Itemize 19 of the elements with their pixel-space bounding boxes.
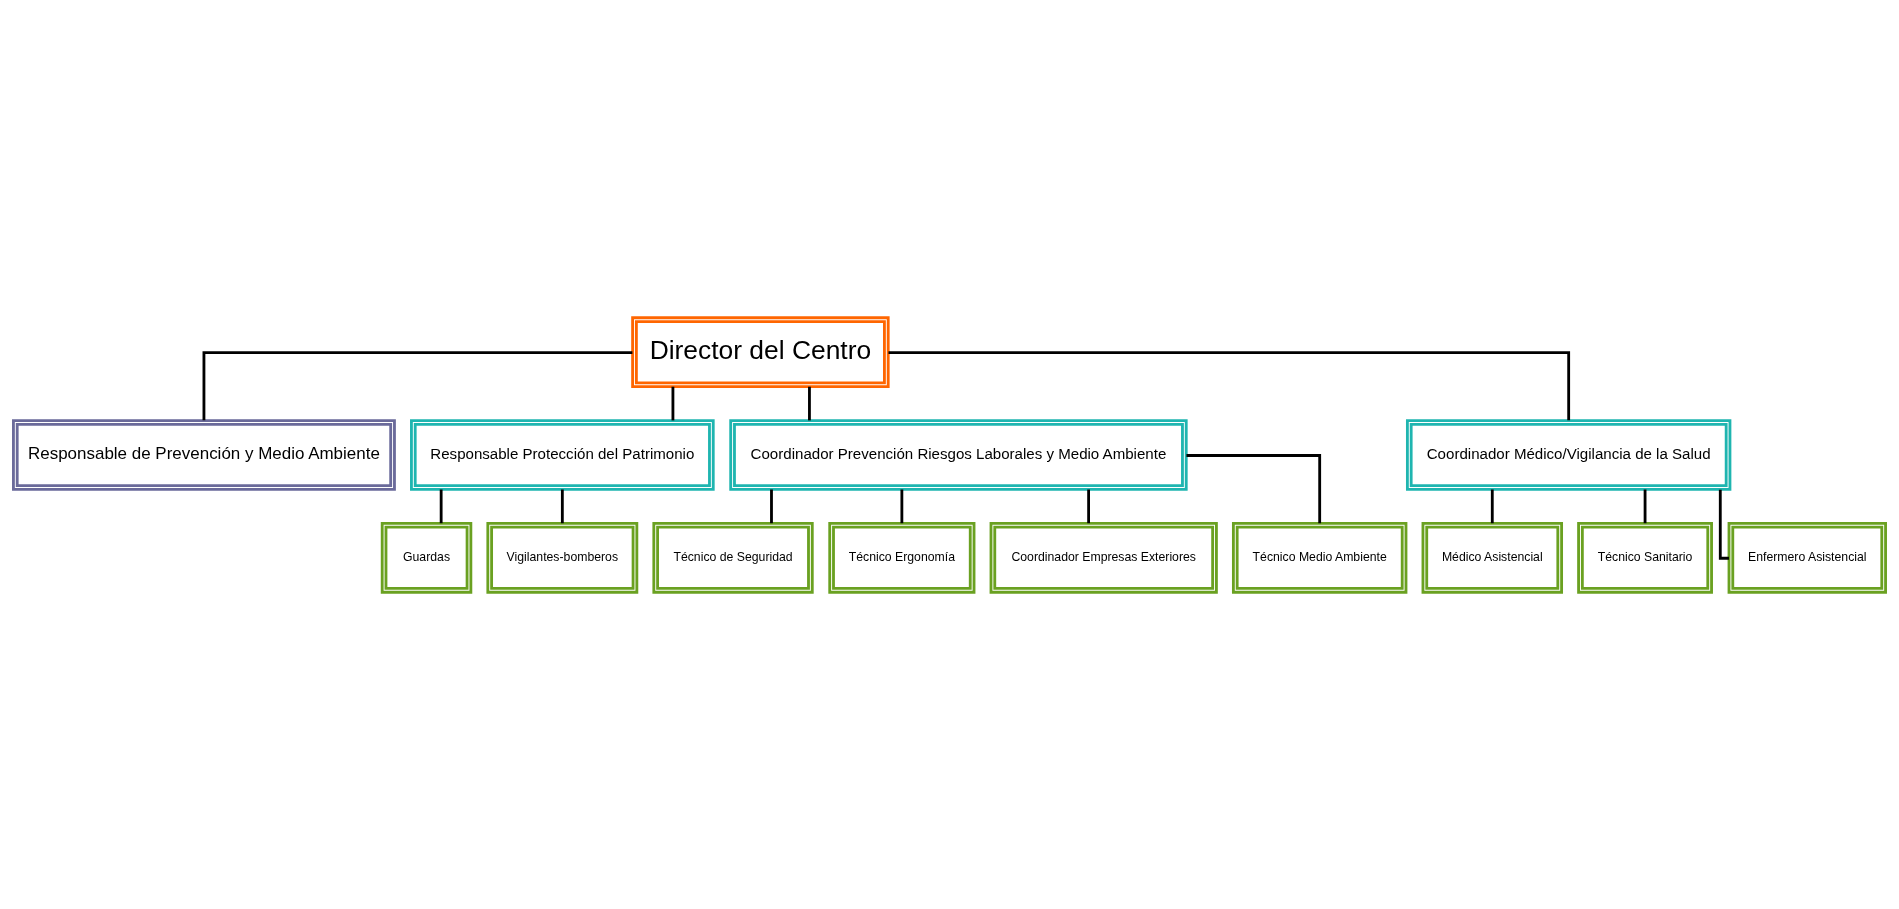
connector xyxy=(1718,489,1729,560)
node-box: Técnico Medio Ambiente xyxy=(1231,521,1408,594)
connector xyxy=(560,489,564,523)
connector xyxy=(439,489,443,523)
connector xyxy=(900,489,904,523)
node-box: Guardas xyxy=(380,521,473,594)
connector xyxy=(888,350,1571,420)
connector xyxy=(202,350,633,420)
connector xyxy=(671,386,675,420)
node-box: Técnico Ergonomía xyxy=(828,521,976,594)
node-box: Vigilantes-bomberos xyxy=(486,521,639,594)
connector xyxy=(770,489,773,523)
connector xyxy=(1087,489,1091,523)
connector xyxy=(1643,489,1647,523)
node-box: Coordinador Prevención Riesgos Laborales y Medio Ambiente xyxy=(729,418,1188,491)
connector xyxy=(1490,489,1494,523)
connector xyxy=(1186,453,1322,523)
connector xyxy=(808,386,811,420)
node-box: Técnico de Seguridad xyxy=(652,521,814,594)
